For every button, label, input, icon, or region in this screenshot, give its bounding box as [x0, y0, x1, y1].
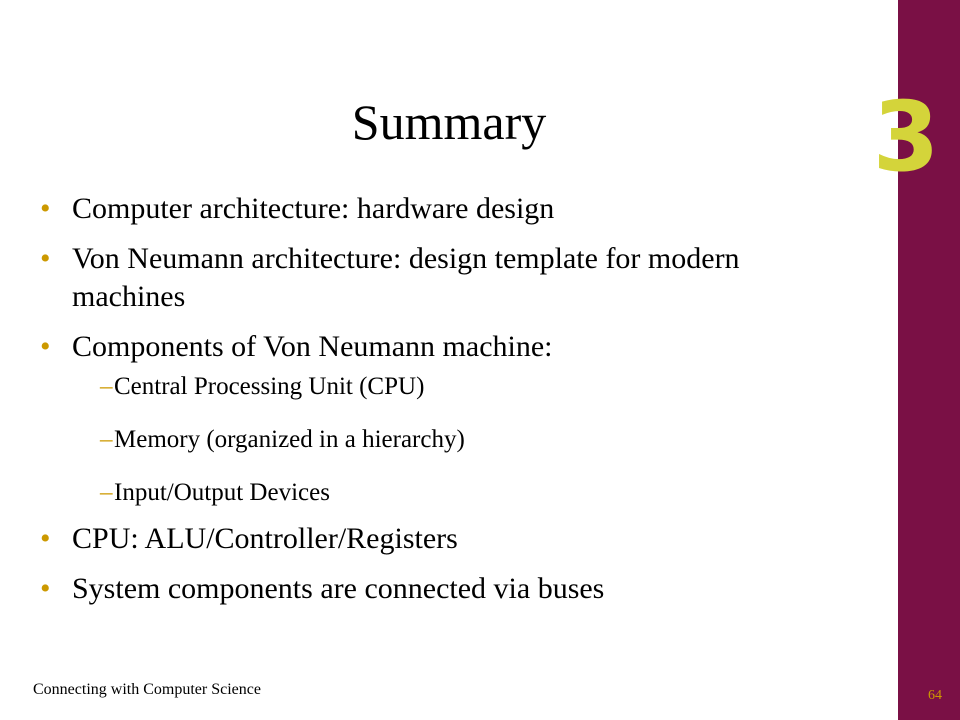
sub-bullet-text: Central Processing Unit (CPU) [114, 373, 425, 400]
bullet-marker: • [40, 330, 51, 363]
bullet-item: • CPU: ALU/Controller/Registers [40, 520, 840, 558]
bullet-text: CPU: ALU/Controller/Registers [72, 522, 458, 555]
bullet-marker: • [40, 192, 51, 225]
bullet-text: System components are connected via buse… [72, 572, 605, 605]
bullet-list: • Computer architecture: hardware design… [40, 190, 840, 620]
chapter-number: 3 [872, 81, 940, 193]
sub-bullet-text: Memory (organized in a hierarchy) [114, 426, 465, 453]
sidebar-band [898, 0, 960, 720]
bullet-item: • Components of Von Neumann machine: – C… [40, 328, 840, 508]
bullet-item: • System components are connected via bu… [40, 570, 840, 608]
sub-bullet-text: Input/Output Devices [114, 479, 330, 506]
dash-marker: – [100, 373, 113, 400]
sub-bullet-item: – Input/Output Devices [72, 478, 840, 508]
bullet-item: • Von Neumann architecture: design templ… [40, 240, 840, 316]
slide-title: Summary [351, 94, 547, 150]
bullet-marker: • [40, 572, 51, 605]
dash-marker: – [100, 479, 113, 506]
bullet-text: Components of Von Neumann machine: [72, 330, 553, 363]
bullet-text: Computer architecture: hardware design [72, 192, 555, 225]
sub-bullet-item: – Memory (organized in a hierarchy) [72, 425, 840, 455]
bullet-marker: • [40, 522, 51, 555]
footer-text: Connecting with Computer Science [33, 681, 261, 698]
page-number: 64 [928, 688, 942, 703]
dash-marker: – [100, 426, 113, 453]
bullet-text: Von Neumann architecture: design templat… [72, 242, 740, 313]
bullet-marker: • [40, 242, 51, 275]
sub-bullet-list: – Central Processing Unit (CPU) – Memory… [72, 372, 840, 508]
sub-bullet-item: – Central Processing Unit (CPU) [72, 372, 840, 402]
bullet-item: • Computer architecture: hardware design [40, 190, 840, 228]
